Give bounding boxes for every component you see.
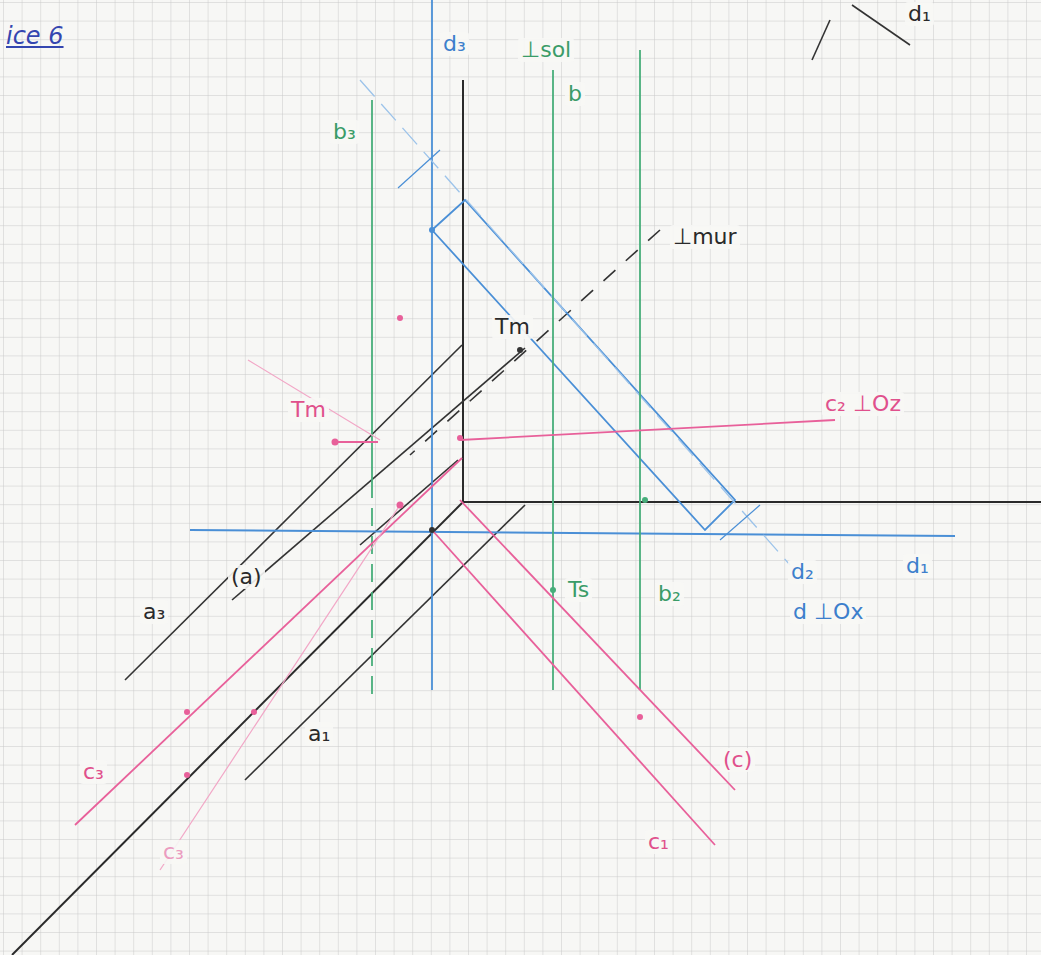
line-label: (c) — [720, 748, 755, 772]
line-label: Tm — [288, 398, 329, 422]
line-label: c₃ — [160, 840, 187, 864]
line-label: d₃ — [440, 32, 469, 56]
line-label: c₁ — [645, 830, 672, 854]
line-label: d ⊥Ox — [790, 600, 866, 624]
line-label: c₂ ⊥Oz — [822, 392, 904, 416]
exercise-title: ice 6 — [6, 22, 64, 50]
line-label: d₁ — [903, 554, 932, 578]
line-label: a₁ — [305, 722, 333, 746]
line-label: a₃ — [140, 600, 168, 624]
line-label: (a) — [228, 565, 265, 589]
line-label: Tm — [492, 315, 533, 339]
line-label: Ts — [565, 578, 592, 602]
line-label: ⊥mur — [670, 225, 740, 249]
line-label: d₂ — [788, 560, 817, 584]
line-label: b — [565, 82, 585, 106]
line-label: c₃ — [80, 760, 107, 784]
line-label: b₂ — [655, 582, 684, 606]
line-label: ⊥sol — [518, 38, 574, 62]
line-label: d₁ — [905, 2, 934, 26]
line-label: b₃ — [330, 120, 359, 144]
